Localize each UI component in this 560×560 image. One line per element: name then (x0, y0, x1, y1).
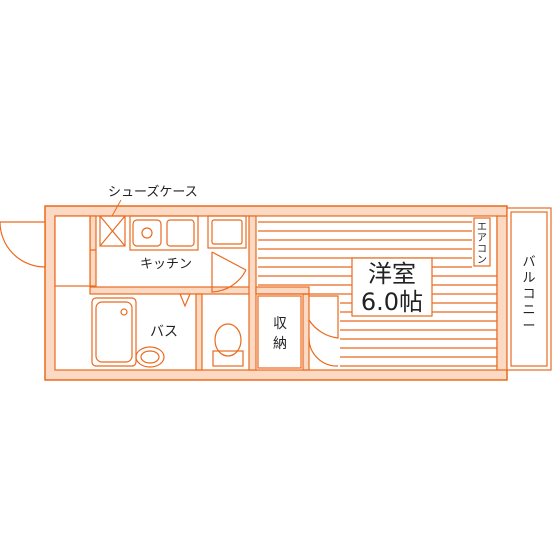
entrance-door (0, 221, 46, 268)
label-kitchen: キッチン (140, 257, 192, 272)
balcony-char: ー (522, 319, 535, 334)
label-bath: バス (150, 324, 178, 340)
door-marker (179, 293, 191, 308)
balcony-char: ニ (522, 303, 535, 318)
wash-basin-inner (140, 350, 160, 364)
room-label-backing (351, 257, 433, 317)
kitchen-sink (132, 219, 162, 247)
shoe-case (99, 199, 126, 247)
aircon-char: エ (477, 222, 487, 233)
wall-bath-toilet (195, 293, 203, 371)
entrance-area (54, 215, 96, 287)
toilet-tank (212, 350, 244, 367)
room-door (308, 295, 339, 367)
bath-door (179, 251, 247, 308)
label-storage-bottom: 納 (273, 336, 287, 352)
balcony-inner (510, 211, 548, 367)
room-flooring (258, 221, 497, 367)
bathtub-inner (95, 301, 133, 363)
bath (91, 297, 165, 368)
aircon-char: ン (477, 255, 487, 266)
entrance-door-swing (0, 221, 46, 268)
wall-storage-top (255, 286, 310, 295)
aircon-char: ア (477, 233, 487, 244)
fridge-space (207, 215, 247, 249)
kitchen (129, 215, 247, 251)
wall-storage-right (302, 293, 310, 371)
wall-room-right (496, 215, 508, 371)
wall-entry-vertical (89, 215, 97, 287)
wall-toilet-storage (248, 215, 257, 371)
label-balcony: バ ル コ ニ ー (522, 255, 535, 334)
wash-basin (135, 346, 165, 368)
label-room-name: 洋室 (368, 260, 416, 288)
wall-kitchen-bath-horizontal (89, 286, 251, 295)
label-storage-top: 収 (273, 316, 287, 332)
toilet (212, 323, 244, 367)
bathtub (91, 297, 137, 367)
balcony-char: バ (522, 255, 535, 270)
kitchen-counter (129, 215, 199, 251)
entrance-floor (54, 215, 91, 287)
balcony-char: コ (522, 287, 535, 302)
balcony-char: ル (522, 271, 535, 286)
aircon-char: コ (477, 244, 487, 255)
shoe-case-leader (111, 199, 122, 217)
storage (257, 295, 302, 369)
aircon-unit (473, 217, 491, 267)
kitchen-drain (141, 227, 153, 239)
toilet-bowl (214, 323, 242, 357)
label-shoe-case: シューズケース (108, 184, 198, 200)
storage-box (257, 295, 302, 369)
label-aircon: エ ア コ ン (477, 222, 487, 266)
bathtub-drain (120, 308, 128, 316)
balcony (506, 207, 552, 371)
label-room-size: 6.0帖 (361, 288, 423, 316)
fridge-inner (211, 219, 243, 245)
kitchen-stove (166, 219, 195, 247)
